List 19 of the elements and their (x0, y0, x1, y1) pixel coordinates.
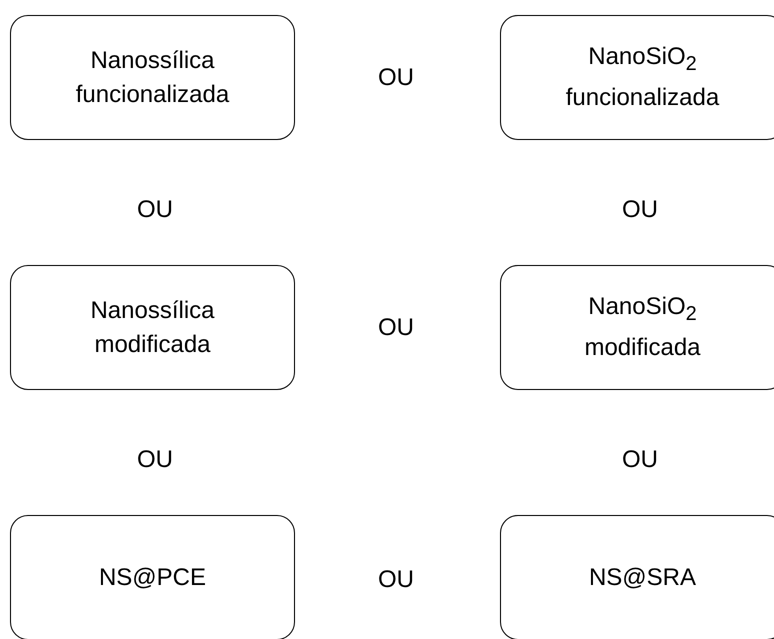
rounded-box (10, 265, 295, 390)
box-label: NS@PCE (98, 562, 206, 592)
connector-word: OU (622, 195, 658, 225)
connector-word: OU (378, 565, 414, 595)
box-label: NanoSiO$_{2}$ funcionalizada (564, 42, 720, 113)
rounded-box (500, 265, 774, 390)
connector-word: OU (137, 445, 173, 475)
box-label: Nanossílica funcionalizada (74, 46, 230, 110)
connector-word: OU (137, 195, 173, 225)
rounded-box (500, 515, 774, 639)
rounded-box (500, 15, 774, 140)
box-label: Nanossílica modificada (89, 296, 216, 360)
box-label: NanoSiO$_{2}$ modificada (583, 292, 702, 363)
rounded-box (10, 515, 295, 639)
rounded-box (10, 15, 295, 140)
connector-word: OU (622, 445, 658, 475)
connector-word: OU (378, 313, 414, 343)
box-label: NS@SRA (588, 562, 696, 592)
connector-word: OU (378, 63, 414, 93)
